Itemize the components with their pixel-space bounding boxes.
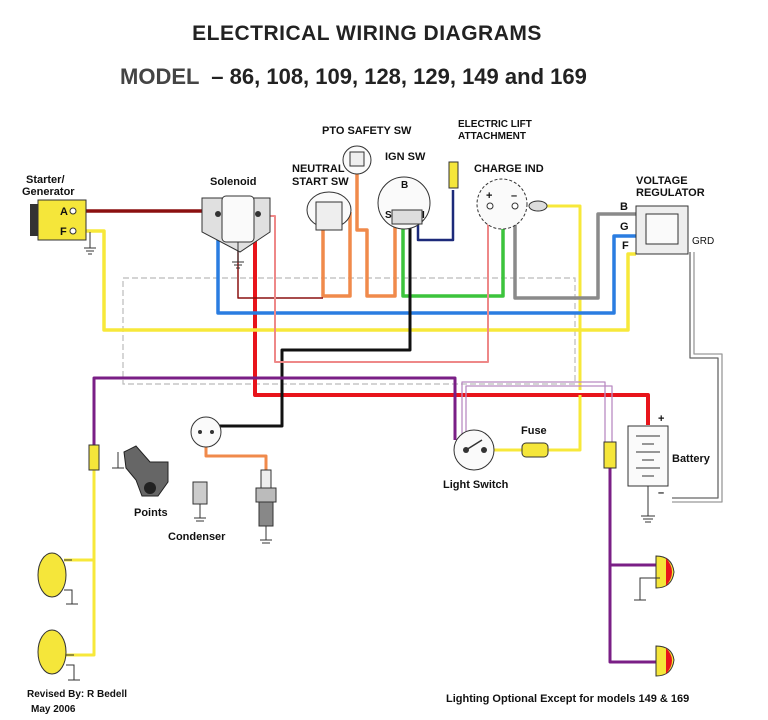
charge-ind-label: CHARGE IND bbox=[474, 163, 544, 175]
reg-f-label: F bbox=[622, 240, 629, 252]
pto-safety-label: PTO SAFETY SW bbox=[322, 125, 412, 137]
connector-right bbox=[603, 441, 617, 469]
connector-left bbox=[88, 444, 100, 471]
battery-minus-label: – bbox=[658, 487, 664, 499]
light-switch: Light Switch bbox=[443, 429, 509, 491]
condenser: Condenser bbox=[168, 481, 226, 543]
starter-generator-label-2: Generator bbox=[22, 186, 75, 198]
tail-light-top bbox=[634, 555, 675, 601]
wire-gray-ground-2 bbox=[672, 252, 723, 503]
solenoid-label: Solenoid bbox=[210, 176, 256, 188]
charge-plus-label: + bbox=[486, 190, 492, 202]
wire-blue bbox=[216, 222, 636, 315]
wire-purple-left bbox=[92, 376, 457, 445]
voltage-reg-label-2: REGULATOR bbox=[636, 187, 705, 199]
tail-light-bottom bbox=[655, 645, 675, 677]
fuse: Fuse bbox=[521, 425, 549, 458]
headlight-left-bottom bbox=[37, 629, 80, 681]
subtitle-models: 86, 108, 109, 128, 129, 149 and 169 bbox=[229, 64, 587, 89]
wire-orange-coil bbox=[204, 440, 268, 470]
electric-lift-attachment: ELECTRIC LIFT ATTACHMENT bbox=[448, 119, 532, 189]
wire-red-main bbox=[253, 214, 650, 425]
charge-minus-label: – bbox=[511, 190, 517, 202]
points-label: Points bbox=[134, 507, 168, 519]
wire-black bbox=[215, 222, 412, 428]
headlight-left-top bbox=[37, 552, 78, 605]
reg-g-label: G bbox=[620, 221, 629, 233]
voltage-regulator: VOLTAGE REGULATOR B G F GRD bbox=[620, 175, 714, 255]
neutral-start-switch: NEUTRAL START SW bbox=[292, 163, 352, 231]
grd-label: GRD bbox=[692, 236, 714, 247]
wire-purple-thin bbox=[461, 381, 606, 442]
revision-date: May 2006 bbox=[31, 704, 76, 715]
starter-generator: Starter/ Generator A F bbox=[22, 174, 96, 255]
starter-generator-label-1: Starter/ bbox=[26, 174, 65, 186]
solenoid: Solenoid bbox=[201, 176, 271, 269]
spark-plug bbox=[255, 469, 277, 544]
electric-lift-label-1: ELECTRIC LIFT bbox=[458, 119, 532, 130]
light-switch-label: Light Switch bbox=[443, 479, 509, 491]
charge-indicator: CHARGE IND + – bbox=[474, 163, 548, 230]
wire-gray-ground bbox=[672, 252, 719, 499]
electric-lift-label-2: ATTACHMENT bbox=[458, 131, 526, 142]
models-subtitle: MODEL – 86, 108, 109, 128, 129, 149 and … bbox=[120, 64, 587, 90]
subtitle-prefix: MODEL bbox=[120, 64, 200, 89]
fuse-label: Fuse bbox=[521, 425, 547, 437]
wire-yellow-charge bbox=[545, 204, 582, 390]
neutral-label-2: START SW bbox=[292, 176, 349, 188]
ign-i-label: I bbox=[422, 210, 425, 221]
revised-by: Revised By: R Bedell bbox=[27, 689, 128, 700]
points: Points bbox=[112, 445, 169, 519]
wire-orange-neutral bbox=[321, 212, 352, 298]
ign-b-label: B bbox=[401, 180, 408, 191]
lighting-note: Lighting Optional Except for models 149 … bbox=[446, 693, 690, 705]
wire-yellow-field bbox=[76, 229, 636, 332]
terminal-a-label: A bbox=[60, 206, 68, 218]
wire-navy bbox=[416, 190, 455, 242]
wire-yellow-lights-left bbox=[64, 470, 96, 657]
battery-label: Battery bbox=[672, 453, 711, 465]
condenser-label: Condenser bbox=[168, 531, 226, 543]
terminal-f-label: F bbox=[60, 226, 67, 238]
neutral-label-1: NEUTRAL bbox=[292, 163, 345, 175]
battery: + – Battery bbox=[627, 413, 711, 523]
ign-sw-label: IGN SW bbox=[385, 151, 426, 163]
wire-purple-thin-2 bbox=[465, 385, 613, 442]
battery-plus-label: + bbox=[658, 413, 664, 425]
voltage-reg-label-1: VOLTAGE bbox=[636, 175, 688, 187]
pto-safety-switch: PTO SAFETY SW bbox=[322, 125, 412, 175]
ignition-switch: IGN SW B S I bbox=[377, 151, 431, 230]
wire-orange-pto bbox=[355, 173, 397, 298]
ignition-coil bbox=[190, 416, 222, 448]
wire-gray bbox=[513, 212, 636, 300]
reg-b-label: B bbox=[620, 201, 628, 213]
wire-purple-right bbox=[608, 468, 660, 664]
diagram-title: ELECTRICAL WIRING DIAGRAMS bbox=[192, 22, 542, 45]
wire-yellow-fuse bbox=[485, 395, 582, 452]
subtitle-dash: – bbox=[211, 64, 224, 89]
ign-s-label: S bbox=[385, 210, 392, 221]
